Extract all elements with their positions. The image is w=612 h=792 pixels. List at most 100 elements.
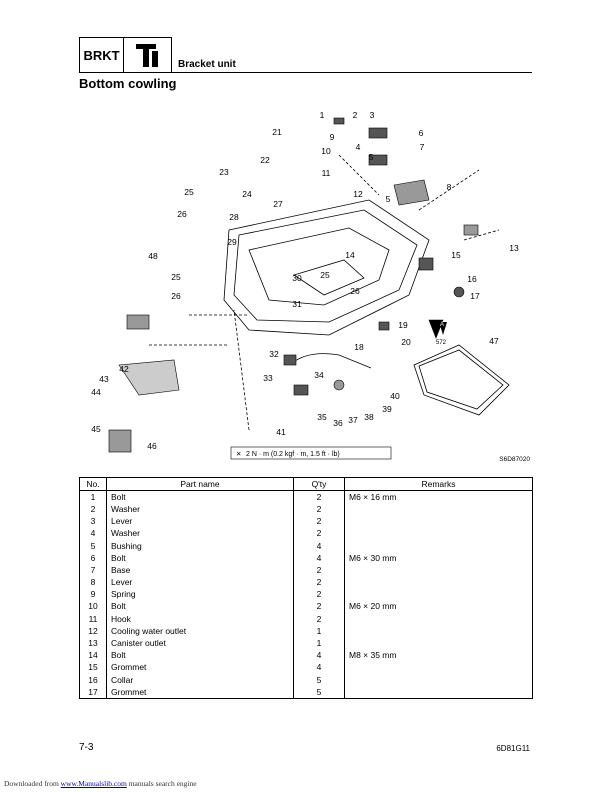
cell-no: 4: [79, 527, 107, 540]
cell-name: Washer: [106, 503, 294, 516]
cell-qty: 2: [293, 613, 345, 626]
col-no: No.: [79, 476, 107, 492]
gasket-seal: [413, 344, 510, 416]
svg-text:4: 4: [356, 142, 361, 152]
svg-text:29: 29: [227, 237, 237, 247]
cell-remarks: [344, 576, 533, 589]
cell-name: Spring: [106, 588, 294, 601]
svg-text:13: 13: [509, 243, 519, 253]
svg-text:A: A: [440, 322, 444, 328]
cell-remarks: M8 × 35 mm: [344, 649, 533, 662]
torque-note-box: ✕ 2 N · m (0.2 kgf · m, 1.5 ft · lb): [230, 446, 392, 460]
cell-no: 3: [79, 515, 107, 528]
cell-name: Lever: [106, 515, 294, 528]
cell-qty: 1: [293, 625, 345, 638]
svg-text:34: 34: [314, 370, 324, 380]
cell-no: 10: [79, 600, 107, 614]
cell-remarks: [344, 564, 533, 577]
svg-text:10: 10: [321, 146, 331, 156]
svg-text:44: 44: [91, 387, 101, 397]
page-title: Bottom cowling: [79, 76, 177, 91]
cell-name: Canister outlet: [106, 637, 294, 650]
cell-name: Bolt: [106, 552, 294, 565]
svg-text:572: 572: [436, 340, 447, 346]
section-title: Bracket unit: [178, 59, 236, 70]
cell-name: Grommet: [106, 686, 294, 700]
svg-text:22: 22: [260, 155, 270, 165]
cell-no: 11: [79, 613, 107, 626]
cell-remarks: [344, 515, 533, 528]
svg-text:39: 39: [382, 404, 392, 414]
cell-remarks: [344, 588, 533, 601]
svg-text:1: 1: [320, 110, 325, 120]
svg-text:28: 28: [229, 212, 239, 222]
cell-remarks: [344, 503, 533, 516]
header-rule: [172, 72, 532, 73]
svg-text:16: 16: [467, 274, 477, 284]
cell-qty: 4: [293, 649, 345, 662]
cell-no: 2: [79, 503, 107, 516]
svg-text:12: 12: [353, 189, 363, 199]
svg-text:6: 6: [419, 128, 424, 138]
cell-remarks: M6 × 20 mm: [344, 600, 533, 614]
cell-remarks: [344, 625, 533, 638]
download-footer: Downloaded from www.Manualslib.com manua…: [4, 779, 197, 788]
svg-text:40: 40: [390, 391, 400, 401]
cell-name: Base: [106, 564, 294, 577]
svg-text:2: 2: [353, 110, 358, 120]
bracket-unit-icon: [124, 37, 172, 73]
cell-qty: 2: [293, 503, 345, 516]
svg-text:20: 20: [401, 337, 411, 347]
cell-remarks: M6 × 16 mm: [344, 490, 533, 504]
cell-qty: 4: [293, 552, 345, 565]
section-code-box: BRKT: [79, 37, 124, 73]
svg-text:15: 15: [451, 250, 461, 260]
cell-no: 13: [79, 637, 107, 650]
col-qty: Q'ty: [293, 476, 345, 492]
cell-name: Grommet: [106, 661, 294, 674]
svg-text:42: 42: [119, 364, 129, 374]
cowling-body: [223, 199, 430, 336]
cell-name: Bolt: [106, 600, 294, 614]
cell-name: Bolt: [106, 649, 294, 662]
svg-text:43: 43: [99, 374, 109, 384]
cell-qty: 2: [293, 515, 345, 528]
manualslib-link[interactable]: www.Manualslib.com: [60, 779, 127, 788]
cell-name: Bolt: [106, 490, 294, 504]
svg-text:35: 35: [317, 412, 327, 422]
col-part-name: Part name: [106, 476, 294, 492]
table-header-row: No. Part name Q'ty Remarks: [79, 476, 533, 492]
svg-text:21: 21: [272, 127, 282, 137]
svg-text:11: 11: [322, 168, 331, 178]
svg-text:27: 27: [273, 199, 283, 209]
cell-remarks: [344, 539, 533, 553]
svg-text:8: 8: [447, 182, 452, 192]
svg-text:7: 7: [420, 142, 425, 152]
svg-text:45: 45: [91, 424, 101, 434]
svg-text:41: 41: [276, 427, 286, 437]
sealant-marker: A 572: [436, 322, 447, 346]
cell-remarks: [344, 637, 533, 650]
svg-text:19: 19: [398, 320, 408, 330]
cell-no: 17: [79, 686, 107, 700]
svg-text:31: 31: [292, 299, 302, 309]
doc-code: 6D81G11: [496, 744, 530, 753]
cell-name: Cooling water outlet: [106, 625, 294, 638]
cell-remarks: [344, 686, 533, 700]
svg-text:3: 3: [370, 110, 375, 120]
